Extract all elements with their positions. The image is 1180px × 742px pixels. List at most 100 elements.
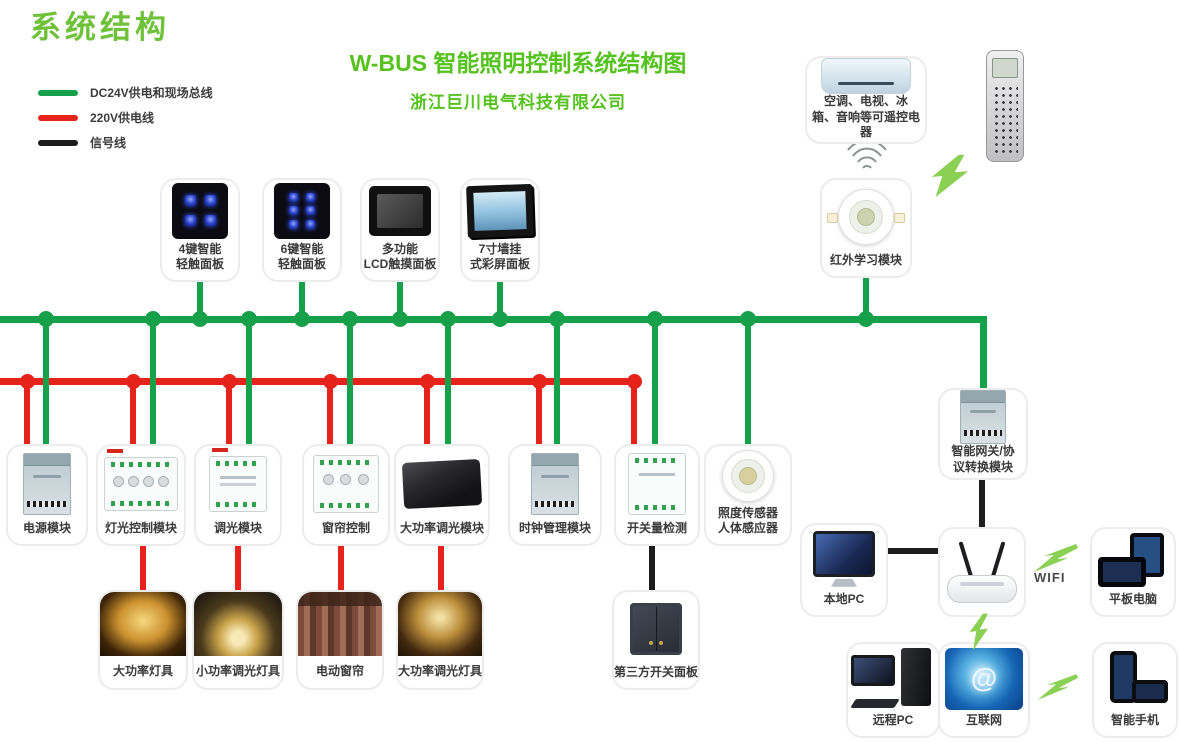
clock-module-icon [510,446,600,521]
diagram-title: W-BUS 智能照明控制系统结构图 [349,50,687,76]
load-high-power-dim-lamp-node: 大功率调光灯具 [396,590,484,690]
lightning-router-internet-icon [969,613,988,651]
legend-swatch-red [38,114,78,121]
red-load-line [235,544,241,592]
desktop-monitor-icon [802,525,886,592]
module-label: 电源模块 [22,521,71,536]
router-icon [947,541,1017,603]
lightning-wifi-icon [1034,544,1078,572]
green-bus-elbow [980,316,987,390]
green-junction [392,311,408,327]
green-drop [43,318,49,446]
remote-pc-icon [848,644,938,713]
ir-waves-icon [847,144,887,169]
switch-detect-module-icon [616,446,698,521]
module-light-control-node: 灯光控制模块 [96,444,186,546]
legend-item-signal: 信号线 [38,134,213,151]
lcd-panel-icon [362,180,438,242]
green-drop [497,280,503,318]
green-junction [858,311,874,327]
red-load-line [338,544,344,592]
panel-6key-node: 6键智能 轻触面板 [262,178,342,282]
third-party-switch-node: 第三方开关面板 [612,590,700,690]
module-curtain-node: 窗帘控制 [302,444,390,546]
ceiling-lamp-photo [194,592,282,656]
green-junction [145,311,161,327]
load-label: 小功率调光灯具 [195,664,280,678]
load-high-power-lamp-node: 大功率灯具 [98,590,188,690]
green-junction [192,311,208,327]
legend: DC24V供电和现场总线 220V供电线 信号线 [38,84,213,159]
legend-swatch-black [38,139,78,146]
module-power-node: 电源模块 [6,444,88,546]
module-switch-detect-node: 开关量检测 [614,444,700,546]
module-dimming-node: 调光模块 [194,444,282,546]
ir-module-label: 红外学习模块 [829,253,902,268]
panel-7inch-node: 7寸墙挂 式彩屏面板 [460,178,540,282]
tablet-node: 平板电脑 [1090,527,1176,617]
local-pc-label: 本地PC [823,592,865,607]
green-drop [299,280,305,318]
module-label: 照度传感器 人体感应器 [717,505,778,536]
curtain-photo [298,592,382,656]
red-junction [420,374,435,389]
smartphone-label: 智能手机 [1110,713,1159,728]
signal-line-gateway-router [979,476,985,528]
gateway-node: 智能网关/协 议转换模块 [938,388,1028,480]
ir-module-node: 红外学习模块 [820,178,912,278]
signal-line-pc-router [884,548,938,554]
green-junction [740,311,756,327]
color-screen-panel-icon [462,180,538,242]
panel-lcd-node: 多功能 LCD触摸面板 [360,178,440,282]
module-label: 灯光控制模块 [104,521,177,536]
red-drop [536,380,542,446]
green-drop [197,280,203,318]
green-junction [647,311,663,327]
lux-occupancy-sensor-icon [706,446,790,506]
red-junction [126,374,141,389]
green-drop [652,318,658,446]
smartphone-icon [1094,644,1176,713]
module-label: 开关量检测 [626,521,687,536]
green-junction [440,311,456,327]
red-drop [631,380,637,446]
green-junction [38,311,54,327]
appliances-node: 空调、电视、冰 箱、音响等可遥控电器 [805,56,927,144]
load-label: 第三方开关面板 [614,665,699,680]
green-junction [492,311,508,327]
panel-label: 6键智能 轻触面板 [277,241,326,272]
local-pc-node: 本地PC [800,523,888,617]
module-clock-node: 时钟管理模块 [508,444,602,546]
dimming-module-icon [196,446,280,521]
panel-label: 4键智能 轻触面板 [175,241,224,272]
load-label: 大功率灯具 [112,664,173,678]
red-junction [20,374,35,389]
red-drop [327,380,333,446]
legend-label: 220V供电线 [90,111,155,125]
red-junction [532,374,547,389]
lightning-internet-phone-icon [1037,674,1079,700]
lightning-ir-remote-icon [931,154,969,198]
legend-item-dc24v: DC24V供电和现场总线 [38,84,213,101]
router-node [938,527,1026,617]
air-conditioner-icon [807,58,925,94]
red-drop [130,380,136,446]
red-junction [323,374,338,389]
internet-globe-icon: @ [940,644,1028,713]
red-load-line [140,544,146,592]
chandelier-photo [100,592,186,656]
switch-panel-icon [614,592,698,665]
load-label: 大功率调光灯具 [398,664,483,678]
module-lux-sensor-node: 照度传感器 人体感应器 [704,444,792,546]
green-drop [397,280,403,318]
green-junction [549,311,565,327]
tablet-label: 平板电脑 [1108,592,1157,607]
red-drop [226,380,232,446]
green-drop [745,318,751,446]
at-symbol: @ [970,663,998,694]
ir-sensor-icon [822,180,910,253]
module-high-power-dimming-node: 大功率调光模块 [394,444,490,546]
module-label: 调光模块 [213,521,262,536]
green-drop [554,318,560,446]
chandelier-photo [398,592,482,656]
